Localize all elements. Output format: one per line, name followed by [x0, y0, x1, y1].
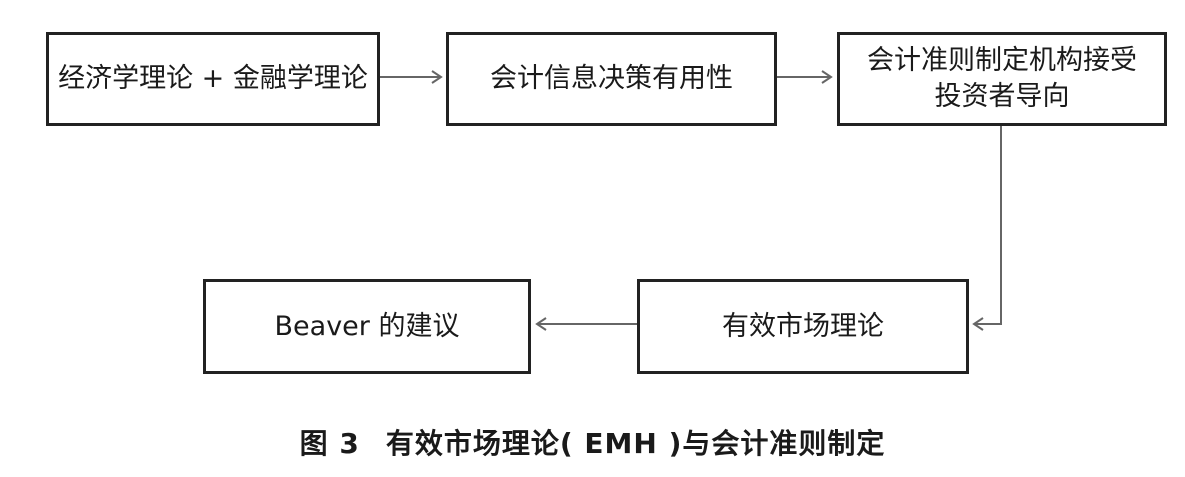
box-decision-usefulness: 会计信息决策有用性	[446, 32, 777, 126]
box-label: 有效市场理论	[722, 310, 884, 342]
box-efficient-market-theory: 有效市场理论	[637, 279, 969, 374]
box-label-line-1: 会计准则制定机构接受	[867, 45, 1137, 76]
box-label: 经济学理论 + 金融学理论	[58, 63, 368, 94]
box-label: 会计信息决策有用性	[490, 63, 733, 94]
box-economics-finance-theory: 经济学理论 + 金融学理论	[46, 32, 380, 126]
box-standard-setter-investor-orientation: 会计准则制定机构接受 投资者导向	[837, 32, 1167, 126]
figure-number: 图 3	[299, 427, 360, 460]
arrow-b3-to-b4	[975, 126, 1002, 325]
figure-caption: 图 3 有效市场理论( EMH )与会计准则制定	[0, 422, 1185, 462]
box-label-line-2: 投资者导向	[934, 81, 1070, 112]
box-beaver-suggestion: Beaver 的建议	[203, 279, 531, 374]
box-label: Beaver 的建议	[274, 310, 460, 342]
figure-title: 有效市场理论( EMH )与会计准则制定	[385, 427, 886, 460]
